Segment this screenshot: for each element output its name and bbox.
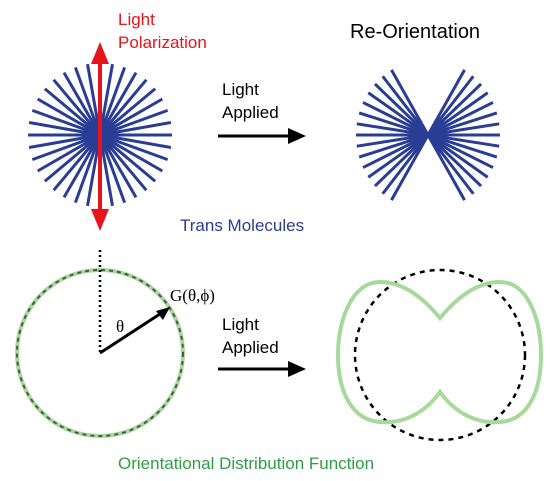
isotropic-distribution xyxy=(15,250,185,438)
reorientation-title: Re-Orientation xyxy=(350,21,480,43)
light-polarization-label-line1: Light xyxy=(118,10,155,29)
reference-dashed-circle xyxy=(353,268,527,442)
light-applied-top-line1: Light xyxy=(222,80,259,99)
light-applied-bottom-line2: Applied xyxy=(222,338,279,357)
g-function-label: G(θ,ϕ) xyxy=(170,286,215,305)
light-applied-top-line2: Applied xyxy=(222,103,279,122)
polarization-double-arrow xyxy=(91,42,109,231)
reoriented-molecule-star xyxy=(356,69,500,201)
theta-label: θ xyxy=(116,317,124,336)
g-vector-arrow-shaft xyxy=(99,310,164,355)
light-polarization-label-line2: Polarization xyxy=(118,33,207,52)
trans-molecules-label: Trans Molecules xyxy=(180,216,304,235)
reoriented-distribution xyxy=(335,268,544,442)
g-vector-arrow-head xyxy=(156,307,170,320)
light-applied-top-arrow xyxy=(218,128,306,144)
light-applied-bottom-arrow xyxy=(218,361,306,377)
molecule-rod xyxy=(390,69,466,201)
light-applied-bottom-line1: Light xyxy=(222,315,259,334)
orientational-distribution-label: Orientational Distribution Function xyxy=(118,454,374,473)
distribution-peanut-curve xyxy=(335,279,544,425)
